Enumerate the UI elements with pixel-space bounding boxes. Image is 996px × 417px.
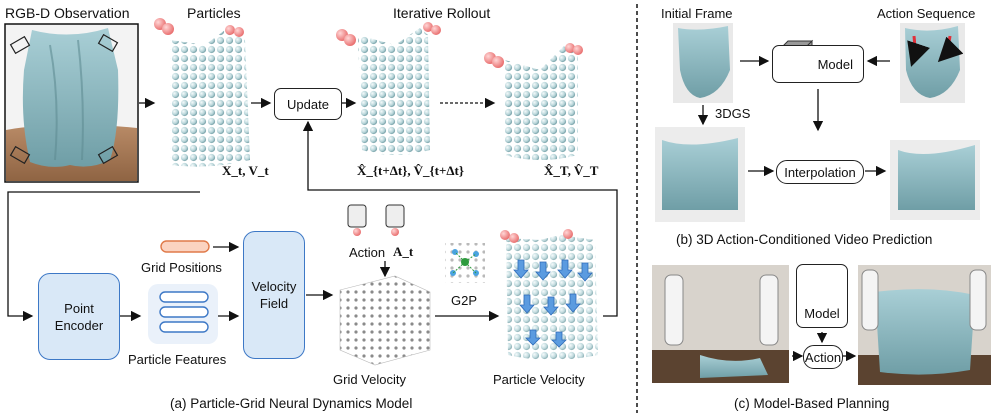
planning-robot-image-right <box>858 265 991 385</box>
action-label-c: Action <box>804 349 842 365</box>
caption-c: (c) Model-Based Planning <box>734 396 890 411</box>
action-label: Action <box>349 245 386 260</box>
velocity-field-box: Velocity Field <box>243 231 305 359</box>
x-final-label: X̂_T, V̂_T <box>544 163 599 178</box>
particles-cloud <box>154 18 250 167</box>
xt-vt-label: X_t, V_t <box>222 163 269 178</box>
particle-features-icon <box>148 284 218 344</box>
rgbd-observation-image <box>4 23 139 183</box>
planning-robot-image-left <box>652 265 789 383</box>
action-box-c: Action <box>803 345 843 369</box>
predicted-frame-image <box>890 140 980 220</box>
model-label-c: Model <box>804 306 840 321</box>
grid-positions-label: Grid Positions <box>141 260 222 275</box>
point-encoder-box: Point Encoder <box>38 273 120 360</box>
rollout-cloud-1 <box>336 22 441 155</box>
iterative-rollout-label: Iterative Rollout <box>393 5 491 21</box>
particle-features-label: Particle Features <box>128 352 227 367</box>
grid-velocity-cube <box>339 275 431 366</box>
model-label-b: Model <box>817 56 853 72</box>
interpolation-label: Interpolation <box>784 164 856 180</box>
interpolation-box: Interpolation <box>776 160 864 184</box>
action-sequence-image <box>900 23 965 103</box>
initial-frame-image <box>673 23 733 103</box>
update-label: Update <box>287 96 329 112</box>
point-encoder-label: Point Encoder <box>54 300 104 333</box>
rollout-cloud-final <box>484 43 583 160</box>
3dgs-frame-image <box>655 127 745 222</box>
grid-velocity-label: Grid Velocity <box>333 372 406 387</box>
particle-velocity-cloud <box>500 229 598 360</box>
3dgs-label: 3DGS <box>715 106 751 121</box>
g2p-icon <box>445 243 485 283</box>
particles-label: Particles <box>187 5 241 21</box>
particle-velocity-label: Particle Velocity <box>493 372 585 387</box>
model-box-c: Model <box>796 264 848 328</box>
caption-b: (b) 3D Action-Conditioned Video Predicti… <box>676 232 933 247</box>
grid-positions-icon <box>160 240 210 253</box>
action-symbol: A_t <box>393 244 414 259</box>
update-box: Update <box>274 88 342 120</box>
rgbd-observation-label: RGB-D Observation <box>5 5 130 21</box>
g2p-label: G2P <box>451 293 478 308</box>
caption-a: (a) Particle-Grid Neural Dynamics Model <box>170 396 413 411</box>
model-box-b: Model <box>772 45 864 83</box>
initial-frame-label: Initial Frame <box>661 6 733 21</box>
action-sequence-label: Action Sequence <box>877 6 976 21</box>
velocity-field-label: Velocity Field <box>251 279 297 311</box>
x-next-label: X̂_{t+Δt}, V̂_{t+Δt} <box>357 163 464 178</box>
gripper-icon <box>347 204 405 236</box>
